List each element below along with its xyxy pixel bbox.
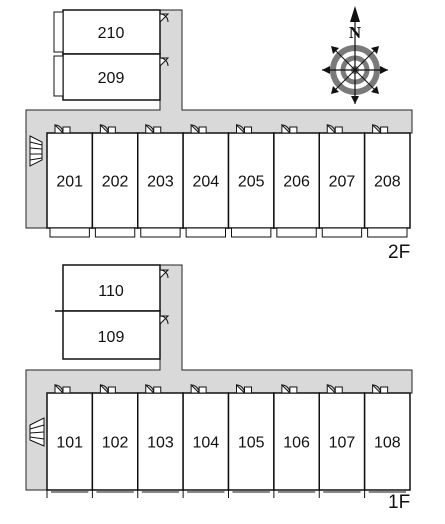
room-label: 203 bbox=[147, 174, 174, 191]
room-label: 109 bbox=[98, 329, 125, 346]
room-label: 201 bbox=[56, 174, 83, 191]
meter-box bbox=[380, 386, 389, 394]
room-row-2f: 201 202 203 204 205 206 207 208 bbox=[46, 123, 411, 238]
meter-box bbox=[380, 126, 389, 134]
door-icon bbox=[281, 383, 292, 394]
room-206 bbox=[273, 132, 320, 229]
balcony bbox=[321, 227, 363, 238]
balcony-209 bbox=[53, 55, 64, 97]
door-icon bbox=[326, 123, 337, 134]
meter-box bbox=[107, 386, 116, 394]
balcony bbox=[140, 227, 181, 238]
meter-box bbox=[198, 126, 207, 134]
door-icon bbox=[281, 123, 292, 134]
balcony bbox=[185, 227, 226, 238]
meter-box bbox=[289, 386, 298, 394]
room-label: 208 bbox=[374, 174, 401, 191]
balcony bbox=[276, 227, 317, 238]
floor-2f: 210 209 201 202 203 204 205 206 207 208 2F bbox=[25, 9, 413, 263]
room-104 bbox=[182, 392, 230, 491]
door-icon bbox=[99, 123, 110, 134]
annex-1f: 110 109 bbox=[55, 264, 170, 360]
door-icon bbox=[372, 123, 382, 134]
room-label: 105 bbox=[238, 435, 265, 452]
room-109 bbox=[62, 310, 161, 360]
floor-1f: 110 109 101 102 103 104 105 106 107 108 1F bbox=[25, 264, 413, 513]
meter-box bbox=[334, 386, 343, 394]
room-label: 101 bbox=[56, 435, 83, 452]
room-label: 204 bbox=[192, 174, 219, 191]
room-row-1f: 101 102 103 104 105 106 107 108 bbox=[46, 383, 411, 498]
room-label: 103 bbox=[147, 435, 174, 452]
meter-box bbox=[244, 126, 252, 134]
balcony bbox=[49, 227, 90, 238]
meter-box bbox=[334, 126, 343, 134]
meter-box bbox=[198, 386, 207, 394]
balcony-210 bbox=[53, 11, 64, 53]
door-icon bbox=[54, 123, 65, 134]
room-103 bbox=[137, 392, 184, 491]
meter-box bbox=[62, 126, 71, 134]
room-label: 102 bbox=[102, 435, 129, 452]
room-label: 110 bbox=[98, 283, 124, 300]
stair-icon bbox=[29, 135, 43, 167]
room-204 bbox=[182, 132, 230, 229]
door-icon bbox=[159, 269, 170, 326]
meter-box bbox=[62, 386, 71, 394]
balcony bbox=[94, 227, 136, 238]
door-icon bbox=[326, 383, 337, 394]
door-icon bbox=[159, 13, 170, 68]
room-108 bbox=[363, 392, 411, 491]
balcony bbox=[231, 227, 272, 238]
room-106 bbox=[273, 392, 320, 491]
room-label: 210 bbox=[98, 25, 125, 42]
annex-2f: 210 209 bbox=[53, 9, 170, 101]
room-label: 108 bbox=[374, 435, 401, 452]
meter-box bbox=[289, 126, 298, 134]
door-icon bbox=[372, 383, 382, 394]
room-label: 205 bbox=[238, 174, 265, 191]
door-icon bbox=[190, 123, 201, 134]
room-label: 206 bbox=[283, 174, 310, 191]
door-icon bbox=[236, 123, 246, 134]
meter-box bbox=[244, 386, 252, 394]
meter-box bbox=[153, 386, 162, 394]
room-label: 106 bbox=[283, 435, 310, 452]
balcony bbox=[367, 227, 408, 238]
compass-north-label: N bbox=[349, 23, 362, 42]
door-icon bbox=[99, 383, 110, 394]
room-209 bbox=[62, 53, 161, 101]
door-icon bbox=[145, 383, 155, 394]
room-label: 207 bbox=[329, 174, 356, 191]
floor-label-2f: 2F bbox=[388, 242, 410, 263]
room-107 bbox=[318, 392, 366, 491]
floor-label-1f: 1F bbox=[388, 492, 410, 513]
stair-icon bbox=[29, 417, 45, 447]
room-label: 107 bbox=[329, 435, 356, 452]
room-label: 104 bbox=[192, 435, 219, 452]
door-icon bbox=[190, 383, 201, 394]
door-icon bbox=[145, 123, 155, 134]
meter-box bbox=[153, 126, 162, 134]
meter-box bbox=[107, 126, 116, 134]
room-label: 209 bbox=[98, 70, 125, 87]
room-102 bbox=[91, 392, 139, 491]
door-icon bbox=[54, 383, 65, 394]
room-label: 202 bbox=[102, 174, 129, 191]
compass-icon: N bbox=[322, 6, 388, 104]
door-icon bbox=[236, 383, 246, 394]
